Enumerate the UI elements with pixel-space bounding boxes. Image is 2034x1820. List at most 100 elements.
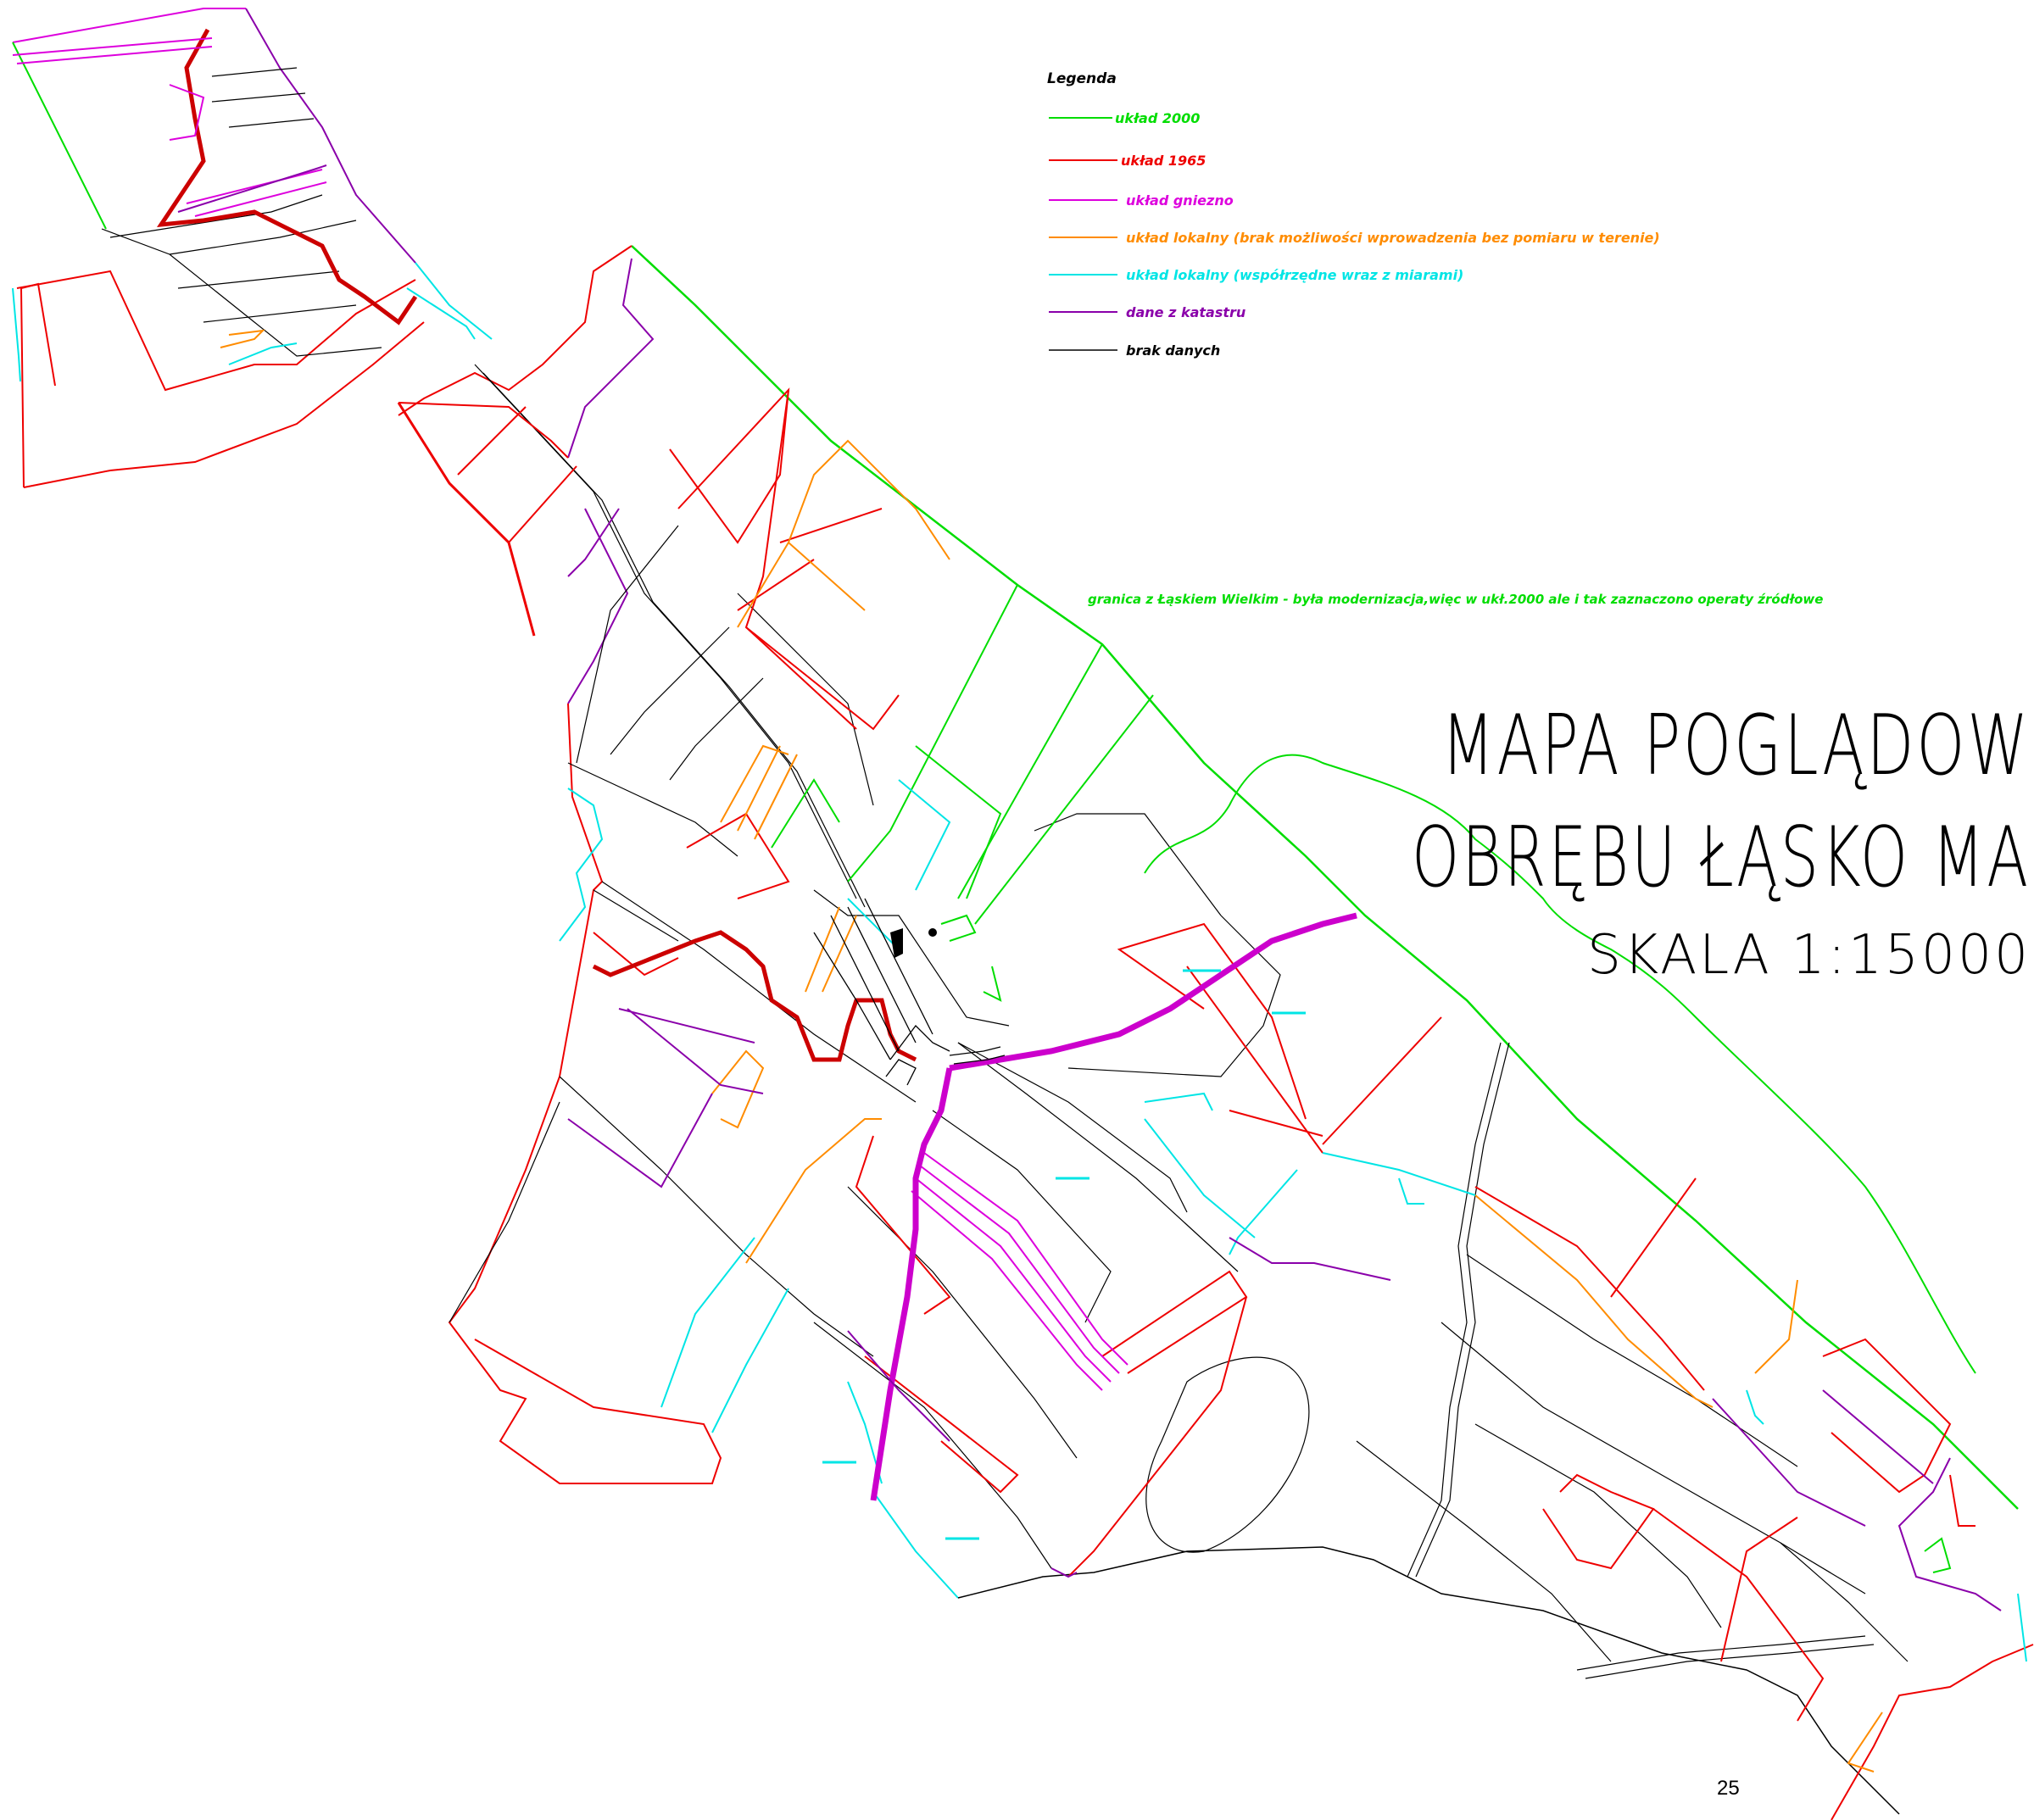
parcel-line [1101,1270,1248,1374]
parcel-line [1067,915,1281,1077]
parcel-line [957,1042,1188,1213]
river-central-thick [592,930,917,1062]
cyan-marks [822,969,1306,1540]
black-mark [890,928,903,958]
boundary-north-red-2 [397,402,536,637]
parcels-katastr [177,164,1934,1578]
legend-label: dane z katastru [1126,304,1245,320]
parcel-line [889,1025,950,1060]
parcel-line [957,1042,1239,1272]
parcel-line [228,342,298,365]
boundary-south-black [957,1546,1900,1815]
parcel-line [805,906,840,993]
boundary-west-red-3 [23,321,425,488]
parcel-line [1034,813,1222,916]
parcel-line [177,164,327,213]
parcel-line [211,92,306,103]
legend-item-katastr: dane z katastru [1049,304,1245,320]
parcel-line [974,694,1154,925]
boundary-segments [12,8,2034,1820]
village-core [813,898,1006,1086]
map-title-line-2: OBRĘBU ŁĄSKO MA [1412,810,2031,906]
parcel-line [203,304,357,323]
boundary-sw-cyan [872,1491,959,1599]
parcel-line [1474,1194,1714,1408]
parcel-line [720,744,789,823]
parcel-line [847,584,1018,882]
parcel-line [813,1322,1052,1569]
parcel-line [864,1355,1019,1494]
parcel-line [1474,1186,1705,1391]
parcel-line [406,287,476,340]
parcels-uklad-1965 [398,387,1975,1722]
parcel-line [593,932,679,977]
parcel-line [855,1135,951,1315]
page-number: 25 [1717,1777,1740,1800]
boundary-west-red [16,270,416,392]
parcel-line [754,754,798,840]
parcel-line [576,525,679,764]
parcel-line [1229,1237,1391,1281]
parcel-line [1474,1423,1722,1628]
parcel-line [1924,1537,1952,1573]
parcel-line [559,1076,874,1357]
parcel-line [1585,1644,1875,1679]
boundary-nw-purple [12,8,246,43]
parcel-line [12,287,21,382]
legend-item-uklad-2000: układ 2000 [1049,110,1200,126]
legend-item-lokalny-brak: układ lokalny (brak możliwości wprowadze… [1049,230,1660,246]
parcel-line [915,745,1002,899]
parcel-line [186,169,323,204]
parcel-line [957,643,1103,899]
parcel-line [898,779,951,891]
legend-label: układ 1965 [1121,153,1206,169]
parcel-line [1712,1398,1866,1527]
parcel-line [788,542,866,611]
boundary-nw-green [12,42,107,230]
parcel-line [911,1190,1103,1391]
parcel-line [1780,1542,1909,1662]
legend-item-brak-danych: brak danych [1049,342,1220,359]
parcel-line [1822,1338,1952,1494]
parcel-line [1050,1567,1078,1578]
parcel-line [601,881,917,1103]
boundary-sw-red [448,703,722,1484]
parcel-line [1186,966,1323,1154]
parcel-line [1746,1389,1764,1425]
parcel-line [1720,1517,1798,1662]
legend-label: układ lokalny (współrzędne wraz z miaram… [1126,267,1463,283]
parcel-line [885,1059,917,1086]
parcel-line [1356,1440,1612,1662]
parcel-line [737,559,815,611]
parcel-line [1229,1169,1298,1255]
parcel-line [567,762,738,857]
parcel-line [1542,1473,1655,1570]
map-title-line-1: MAPA POGLĄDOW [1441,698,2031,794]
legend-label: układ lokalny (brak możliwości wprowadze… [1126,230,1660,246]
parcel-line [1144,1118,1256,1238]
parcel-line [1610,1177,1697,1298]
parcel-line [711,1049,765,1129]
parcel-line [686,812,790,899]
parcel-line [567,1093,713,1188]
parcel-line [847,906,917,1044]
parcel-line [953,1055,1006,1065]
parcel-line [669,677,764,781]
boundary-north-purple [567,258,655,459]
parcel-line [1229,1110,1323,1137]
parcel-line [610,626,730,755]
parcel-line [1754,1279,1798,1374]
parcel-line [737,593,874,806]
parcel-line [1441,1322,1866,1595]
boundary-north-red [398,245,632,416]
parcels-uklad-gniezno [12,37,1128,1391]
parcel-line [660,1237,755,1408]
legend-label: układ gniezno [1126,192,1234,209]
parcel-line [1407,1042,1502,1578]
black-mark [928,928,937,937]
parcel-line [567,508,620,577]
parcel-line [813,889,1010,1027]
legend-title: Legenda [1047,70,1117,87]
parcel-line [983,966,1002,1002]
